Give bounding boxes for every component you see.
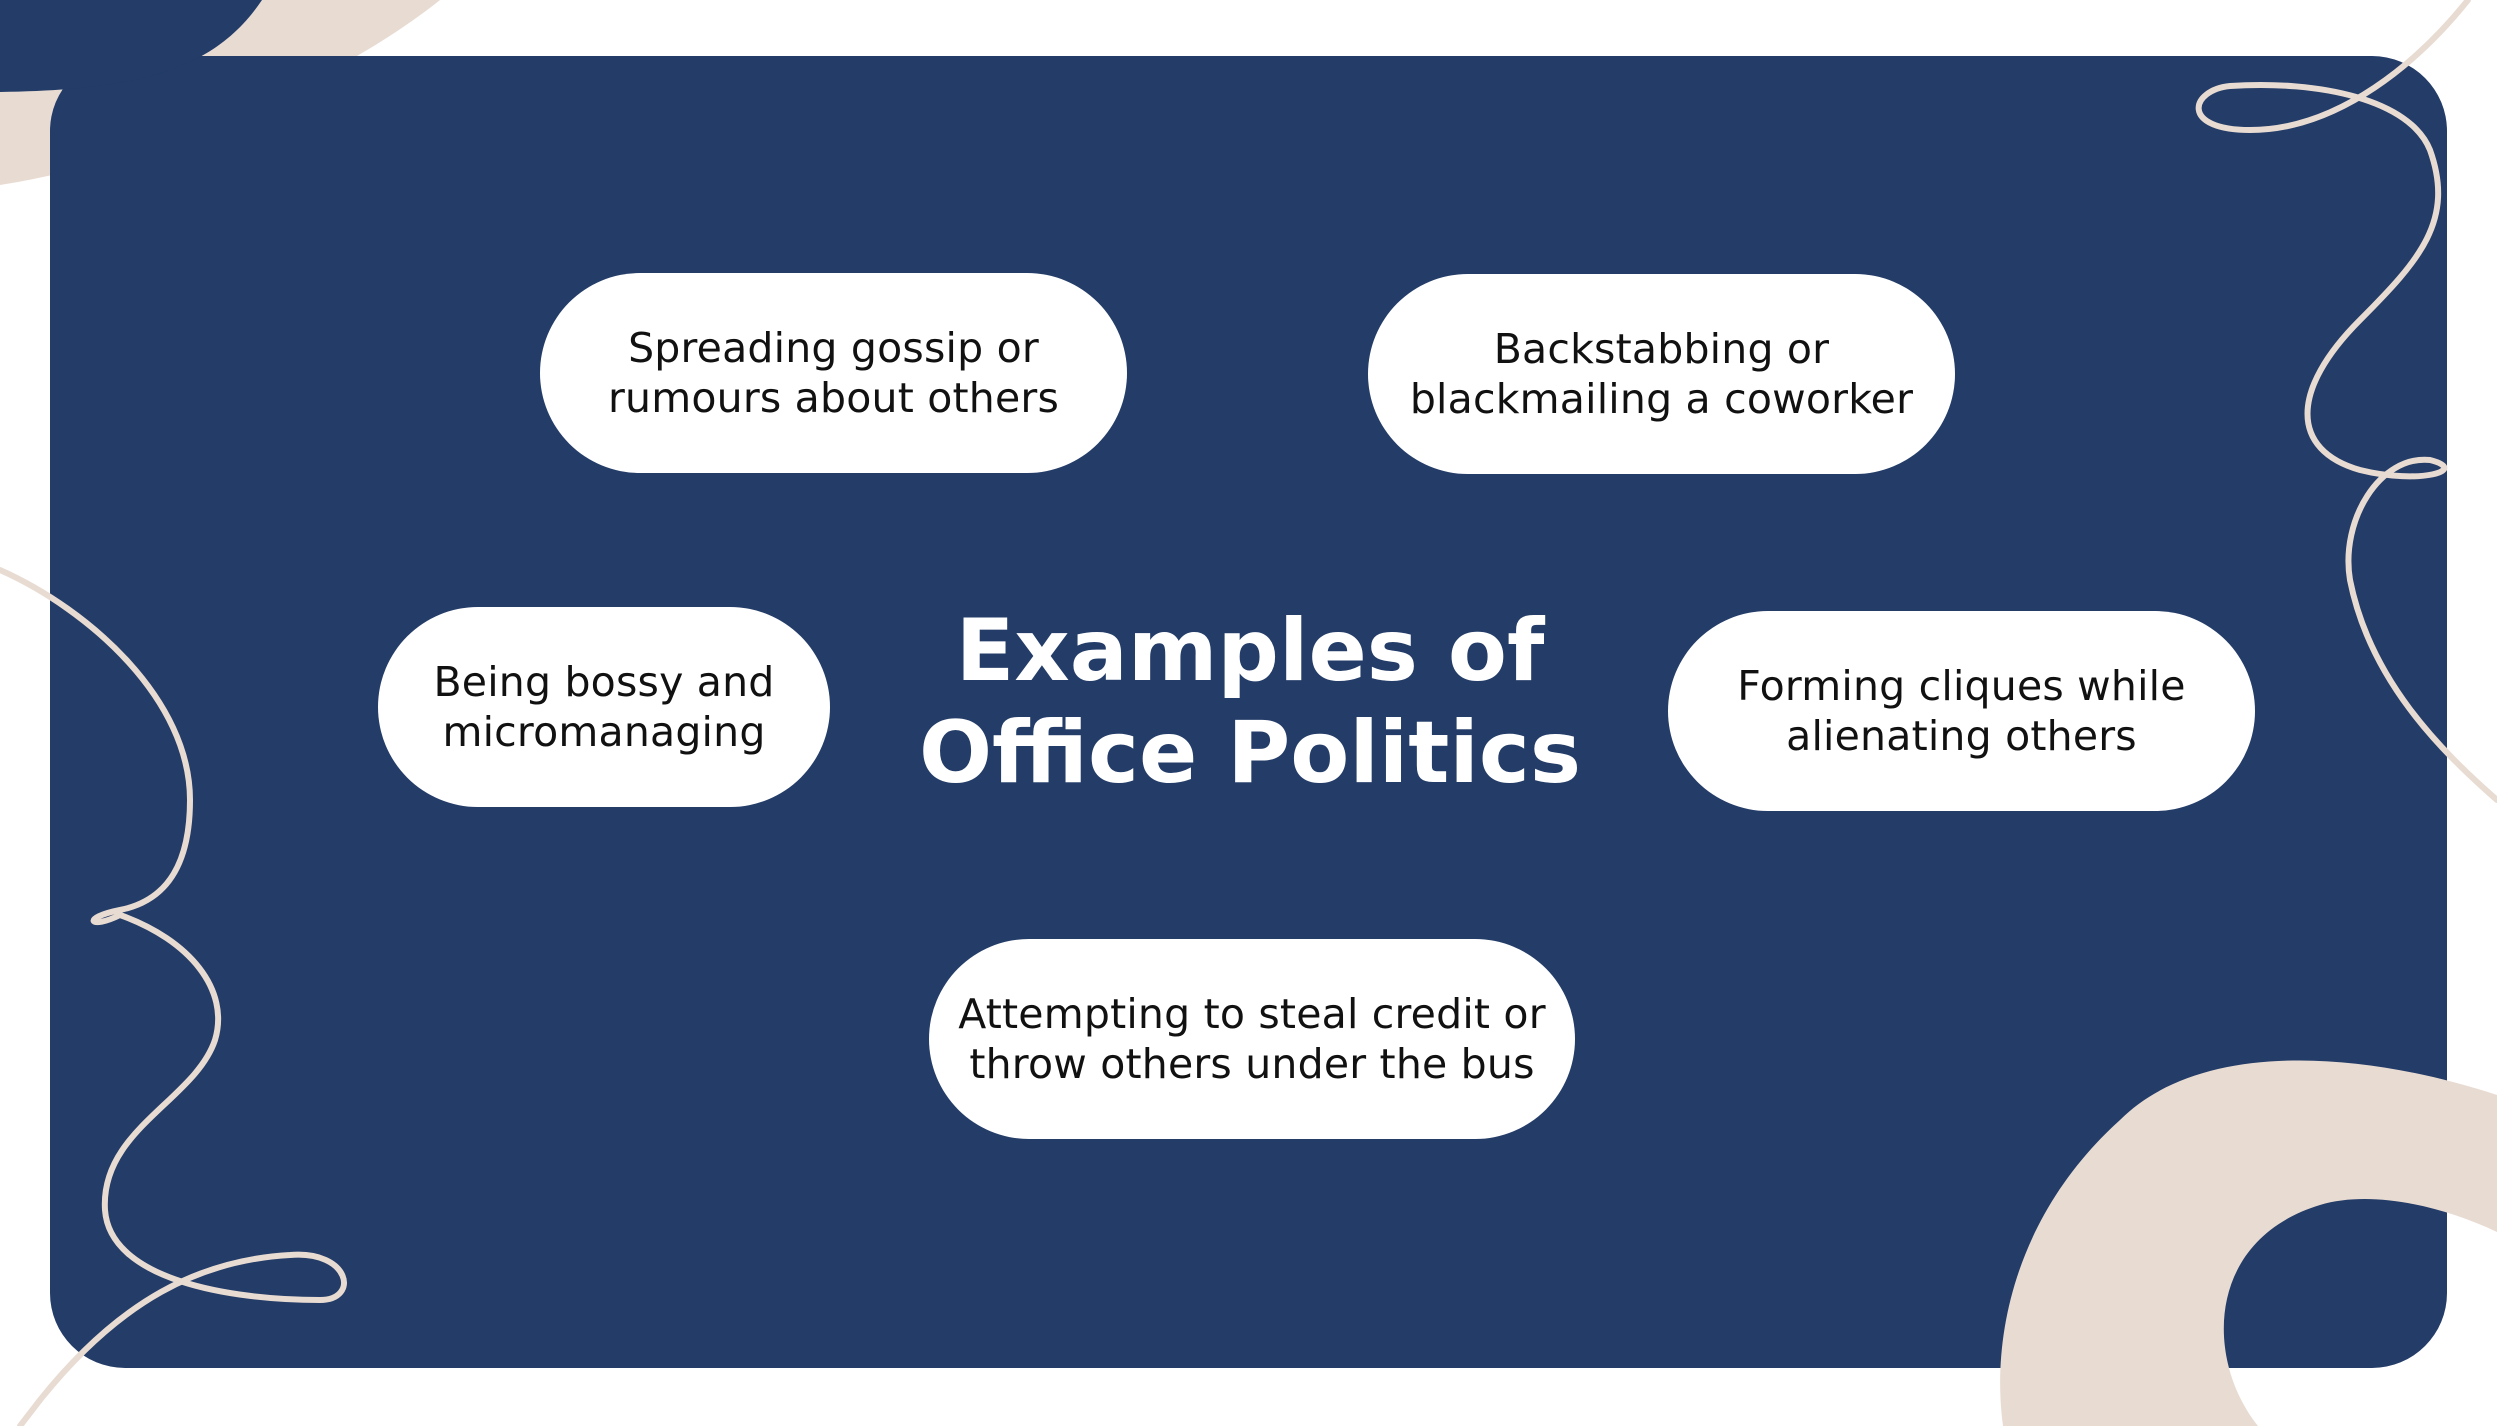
example-card-text: Backstabbing or blackmailing a coworker	[1409, 325, 1914, 423]
top-left-navy-shape	[0, 0, 262, 92]
bottom-right-beige-ring	[2000, 1060, 2497, 1426]
example-card-cliques: Forming cliques while alienating others	[1668, 611, 2255, 811]
example-card-bossy: Being bossy and micromanaging	[378, 607, 830, 807]
example-card-text: Forming cliques while alienating others	[1737, 662, 2186, 760]
example-card-gossip: Spreading gossip or rumours about others	[540, 273, 1127, 473]
right-curly-line	[2195, 0, 2497, 803]
example-card-text: Spreading gossip or rumours about others	[607, 324, 1060, 422]
left-curly-line	[0, 567, 347, 1426]
diagram-title: Examples of Office Politics	[918, 601, 1582, 803]
example-card-backstabbing: Backstabbing or blackmailing a coworker	[1368, 274, 1955, 474]
example-card-text: Being bossy and micromanaging	[433, 658, 775, 756]
example-card-text: Attempting to steal credit or throw othe…	[958, 990, 1546, 1088]
example-card-steal-credit: Attempting to steal credit or throw othe…	[929, 939, 1575, 1139]
